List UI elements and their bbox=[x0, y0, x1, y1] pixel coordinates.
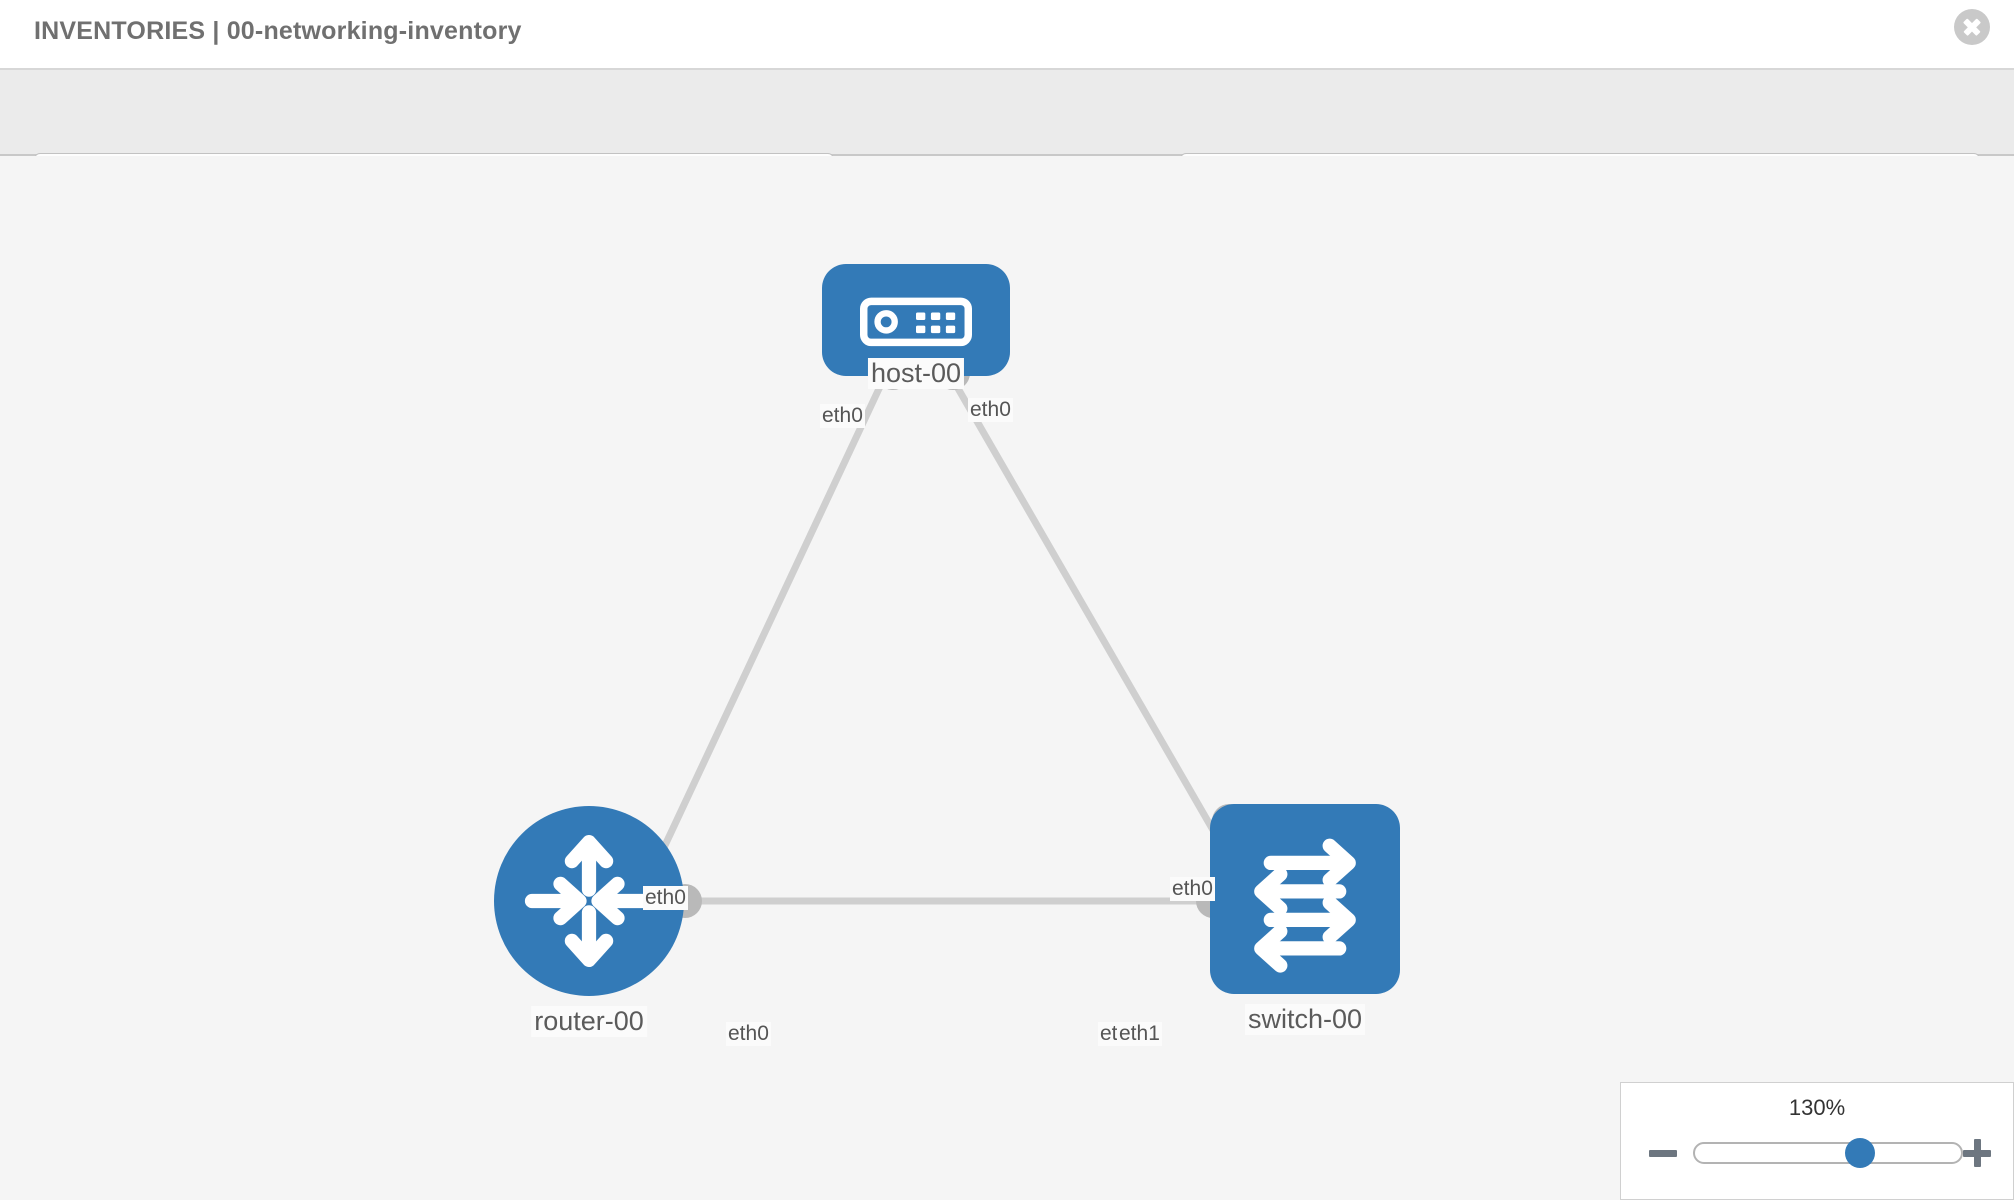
port-label-router-upper: eth0 bbox=[643, 886, 688, 910]
switch-icon bbox=[1254, 838, 1356, 973]
node-switch-00-shape bbox=[1210, 804, 1400, 994]
edge-host-router bbox=[656, 376, 888, 858]
node-switch-00-label: switch-00 bbox=[1244, 1004, 1366, 1035]
node-host-00[interactable]: host-00 bbox=[822, 264, 1010, 389]
node-router-00-label: router-00 bbox=[531, 1006, 647, 1037]
port-label-switch-left: eth1 bbox=[1117, 1022, 1162, 1046]
topology-canvas[interactable]: host-00 router-00 bbox=[0, 156, 2014, 1200]
zoom-out-button[interactable] bbox=[1647, 1137, 1679, 1169]
zoom-control-panel: 130% bbox=[1620, 1082, 2014, 1200]
zoom-level-value: 130% bbox=[1788, 1095, 1846, 1120]
zoom-slider-thumb[interactable] bbox=[1844, 1138, 1875, 1168]
node-host-00-label: host-00 bbox=[867, 358, 965, 389]
port-label-host-right: eth0 bbox=[968, 398, 1013, 422]
toolbar: ACTIONS SEARCH bbox=[0, 70, 2014, 211]
port-label-switch-upper: eth0 bbox=[1170, 877, 1215, 901]
edge-host-switch bbox=[948, 376, 1232, 858]
server-icon bbox=[860, 297, 972, 347]
topology-edges bbox=[656, 376, 1232, 905]
page-header: INVENTORIES | 00-networking-inventory bbox=[0, 0, 2014, 70]
node-host-00-shape bbox=[822, 264, 1010, 376]
router-icon bbox=[524, 834, 654, 968]
port-label-router-right: eth0 bbox=[726, 1022, 771, 1046]
zoom-slider[interactable] bbox=[1693, 1138, 1963, 1168]
zoom-slider-row bbox=[1621, 1133, 2013, 1173]
node-switch-00[interactable]: switch-00 bbox=[1210, 804, 1400, 1035]
port-label-host-left: eth0 bbox=[820, 404, 865, 428]
close-icon[interactable] bbox=[1954, 9, 1990, 45]
page-title: INVENTORIES | 00-networking-inventory bbox=[34, 17, 522, 45]
zoom-in-button[interactable] bbox=[1961, 1137, 1993, 1169]
